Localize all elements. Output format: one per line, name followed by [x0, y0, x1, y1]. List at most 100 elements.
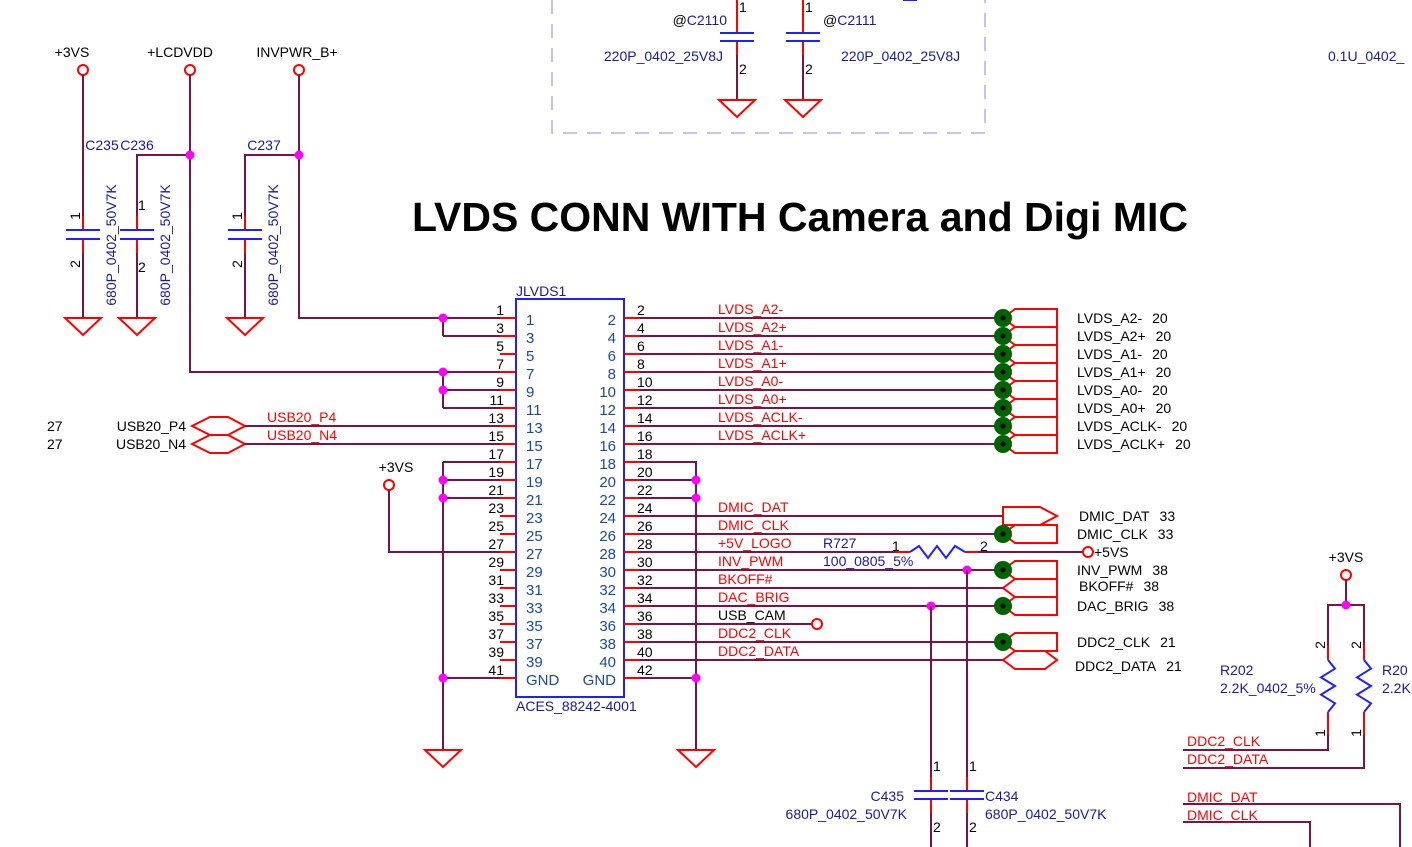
dashed-group-box [551, 0, 986, 134]
capacitor-value: 680P_0402_50V7K [103, 184, 119, 306]
wire [244, 154, 299, 218]
offpage-connector-icon[interactable] [1001, 308, 1058, 328]
pin-number: 1 [67, 212, 83, 220]
test-point-center [1000, 351, 1006, 357]
junction-dot [438, 367, 448, 377]
junction-dot [438, 475, 448, 485]
pin-number-outer: 37 [488, 626, 504, 642]
pin-name-left: 21 [526, 492, 543, 509]
offpage-label: LVDS_A2-20 [1077, 310, 1168, 326]
wire [1183, 803, 1401, 847]
wire [1183, 735, 1329, 751]
rail-label-3vs: +3VS [55, 44, 90, 60]
net-label: USB20_P4 [267, 409, 336, 425]
pin-number-outer: 16 [637, 428, 653, 444]
resistor-ref: R20 [1382, 662, 1408, 678]
page-ref: 38 [1152, 562, 1168, 578]
junction-dot [294, 150, 304, 160]
pin-number-outer: 24 [637, 500, 653, 516]
capacitor-value: 0.1U_0402_ [1328, 48, 1405, 64]
pin-number-outer: 36 [637, 608, 653, 624]
pin-number-outer: 3 [496, 320, 504, 336]
capacitor-value: 220P_0402_25V8J [841, 48, 960, 64]
net-label: INV_PWM [718, 553, 783, 569]
offpage-connector-icon[interactable] [1001, 434, 1058, 454]
wire [1183, 735, 1365, 769]
pin-number-outer: 18 [637, 446, 653, 462]
pin-number: 1 [229, 212, 245, 220]
pin-name-left: 11 [526, 402, 542, 419]
page-ref: 27 [47, 436, 63, 452]
pin-number-outer: 34 [637, 590, 653, 606]
junction-dot [438, 385, 448, 395]
offpage-connector-icon[interactable] [1001, 596, 1058, 616]
offpage-connector-icon[interactable] [1001, 398, 1058, 418]
pin-number-outer: 41 [488, 662, 504, 678]
power-rail-icon[interactable] [811, 618, 823, 630]
pin-number-outer: 30 [637, 554, 653, 570]
page-ref: 20 [1175, 436, 1191, 452]
pin-name-right: 28 [599, 546, 616, 563]
ground-icon [62, 317, 104, 337]
page-ref: 20 [1156, 364, 1172, 380]
pin-number: 1 [933, 758, 941, 774]
net-label: DMIC_DAT [718, 499, 789, 515]
offpage-net: LVDS_A0+ [1077, 400, 1146, 416]
offpage-connector-icon[interactable] [1001, 326, 1058, 346]
offpage-connector-icon[interactable] [189, 434, 248, 454]
offpage-label: LVDS_ACLK+20 [1077, 436, 1191, 452]
pin-name-right: 38 [599, 636, 616, 653]
power-rail-icon[interactable] [1340, 569, 1352, 581]
pin-number-outer: 39 [488, 644, 504, 660]
pin-number-outer: 23 [488, 500, 504, 516]
power-rail-icon[interactable] [1082, 546, 1094, 558]
offpage-connector-icon[interactable] [1001, 380, 1058, 400]
offpage-connector-icon[interactable] [1001, 524, 1058, 544]
sheet-title: LVDS CONN WITH Camera and Digi MIC [412, 194, 1188, 240]
offpage-connector-icon[interactable] [1002, 506, 1060, 526]
offpage-connector-icon[interactable] [1001, 650, 1059, 670]
ref: C2111 [837, 12, 876, 28]
test-point-center [1000, 603, 1006, 609]
pin-number: 2 [1312, 641, 1328, 649]
pin-name-left: 1 [526, 312, 534, 329]
power-rail-icon[interactable] [77, 64, 89, 76]
pin-number-outer: 19 [488, 464, 504, 480]
page-ref: 38 [1143, 578, 1159, 594]
pin-name-left: 17 [526, 456, 543, 473]
resistor-ref: R202 [1220, 662, 1254, 678]
power-rail-icon[interactable] [383, 479, 395, 491]
net-label: BKOFF# [718, 571, 773, 587]
offpage-connector-icon[interactable] [1001, 632, 1058, 652]
net-label: LVDS_ACLK- [718, 409, 803, 425]
offpage-net: DDC2_CLK [1077, 634, 1151, 650]
pin-name-right: 14 [599, 420, 616, 437]
pin-name-right: 40 [599, 654, 616, 671]
offpage-connector-icon[interactable] [1001, 362, 1058, 382]
offpage-connector-icon[interactable] [1001, 578, 1058, 598]
pin-number-outer: 33 [488, 590, 504, 606]
net-label: DDC2_CLK [1187, 733, 1261, 749]
offpage-label: BKOFF#38 [1079, 578, 1159, 594]
offpage-label: LVDS_A0-20 [1077, 382, 1168, 398]
net-label: DMIC_CLK [1187, 807, 1258, 823]
pin-number: 1 [138, 197, 146, 213]
offpage-net: LVDS_ACLK- [1077, 418, 1162, 434]
offpage-connector-icon[interactable] [189, 416, 248, 436]
pin-name-left: 27 [526, 546, 543, 563]
offpage-label: USB20_N4 [116, 436, 186, 452]
rail-label-invpwr: INVPWR_B+ [256, 44, 337, 60]
offpage-connector-icon[interactable] [1001, 344, 1058, 364]
pin-number-outer: 4 [637, 320, 645, 336]
offpage-connector-icon[interactable] [1001, 560, 1058, 580]
pin-name-right: 22 [599, 492, 616, 509]
power-rail-icon[interactable] [293, 64, 305, 76]
pin-number-outer: 29 [488, 554, 504, 570]
page-ref: 27 [47, 418, 63, 434]
test-point-center [1000, 405, 1006, 411]
pin-name-right: 4 [608, 330, 616, 347]
pin-name-right: 16 [599, 438, 616, 455]
power-rail-icon[interactable] [184, 64, 196, 76]
wire [1327, 604, 1365, 645]
offpage-connector-icon[interactable] [1001, 416, 1058, 436]
